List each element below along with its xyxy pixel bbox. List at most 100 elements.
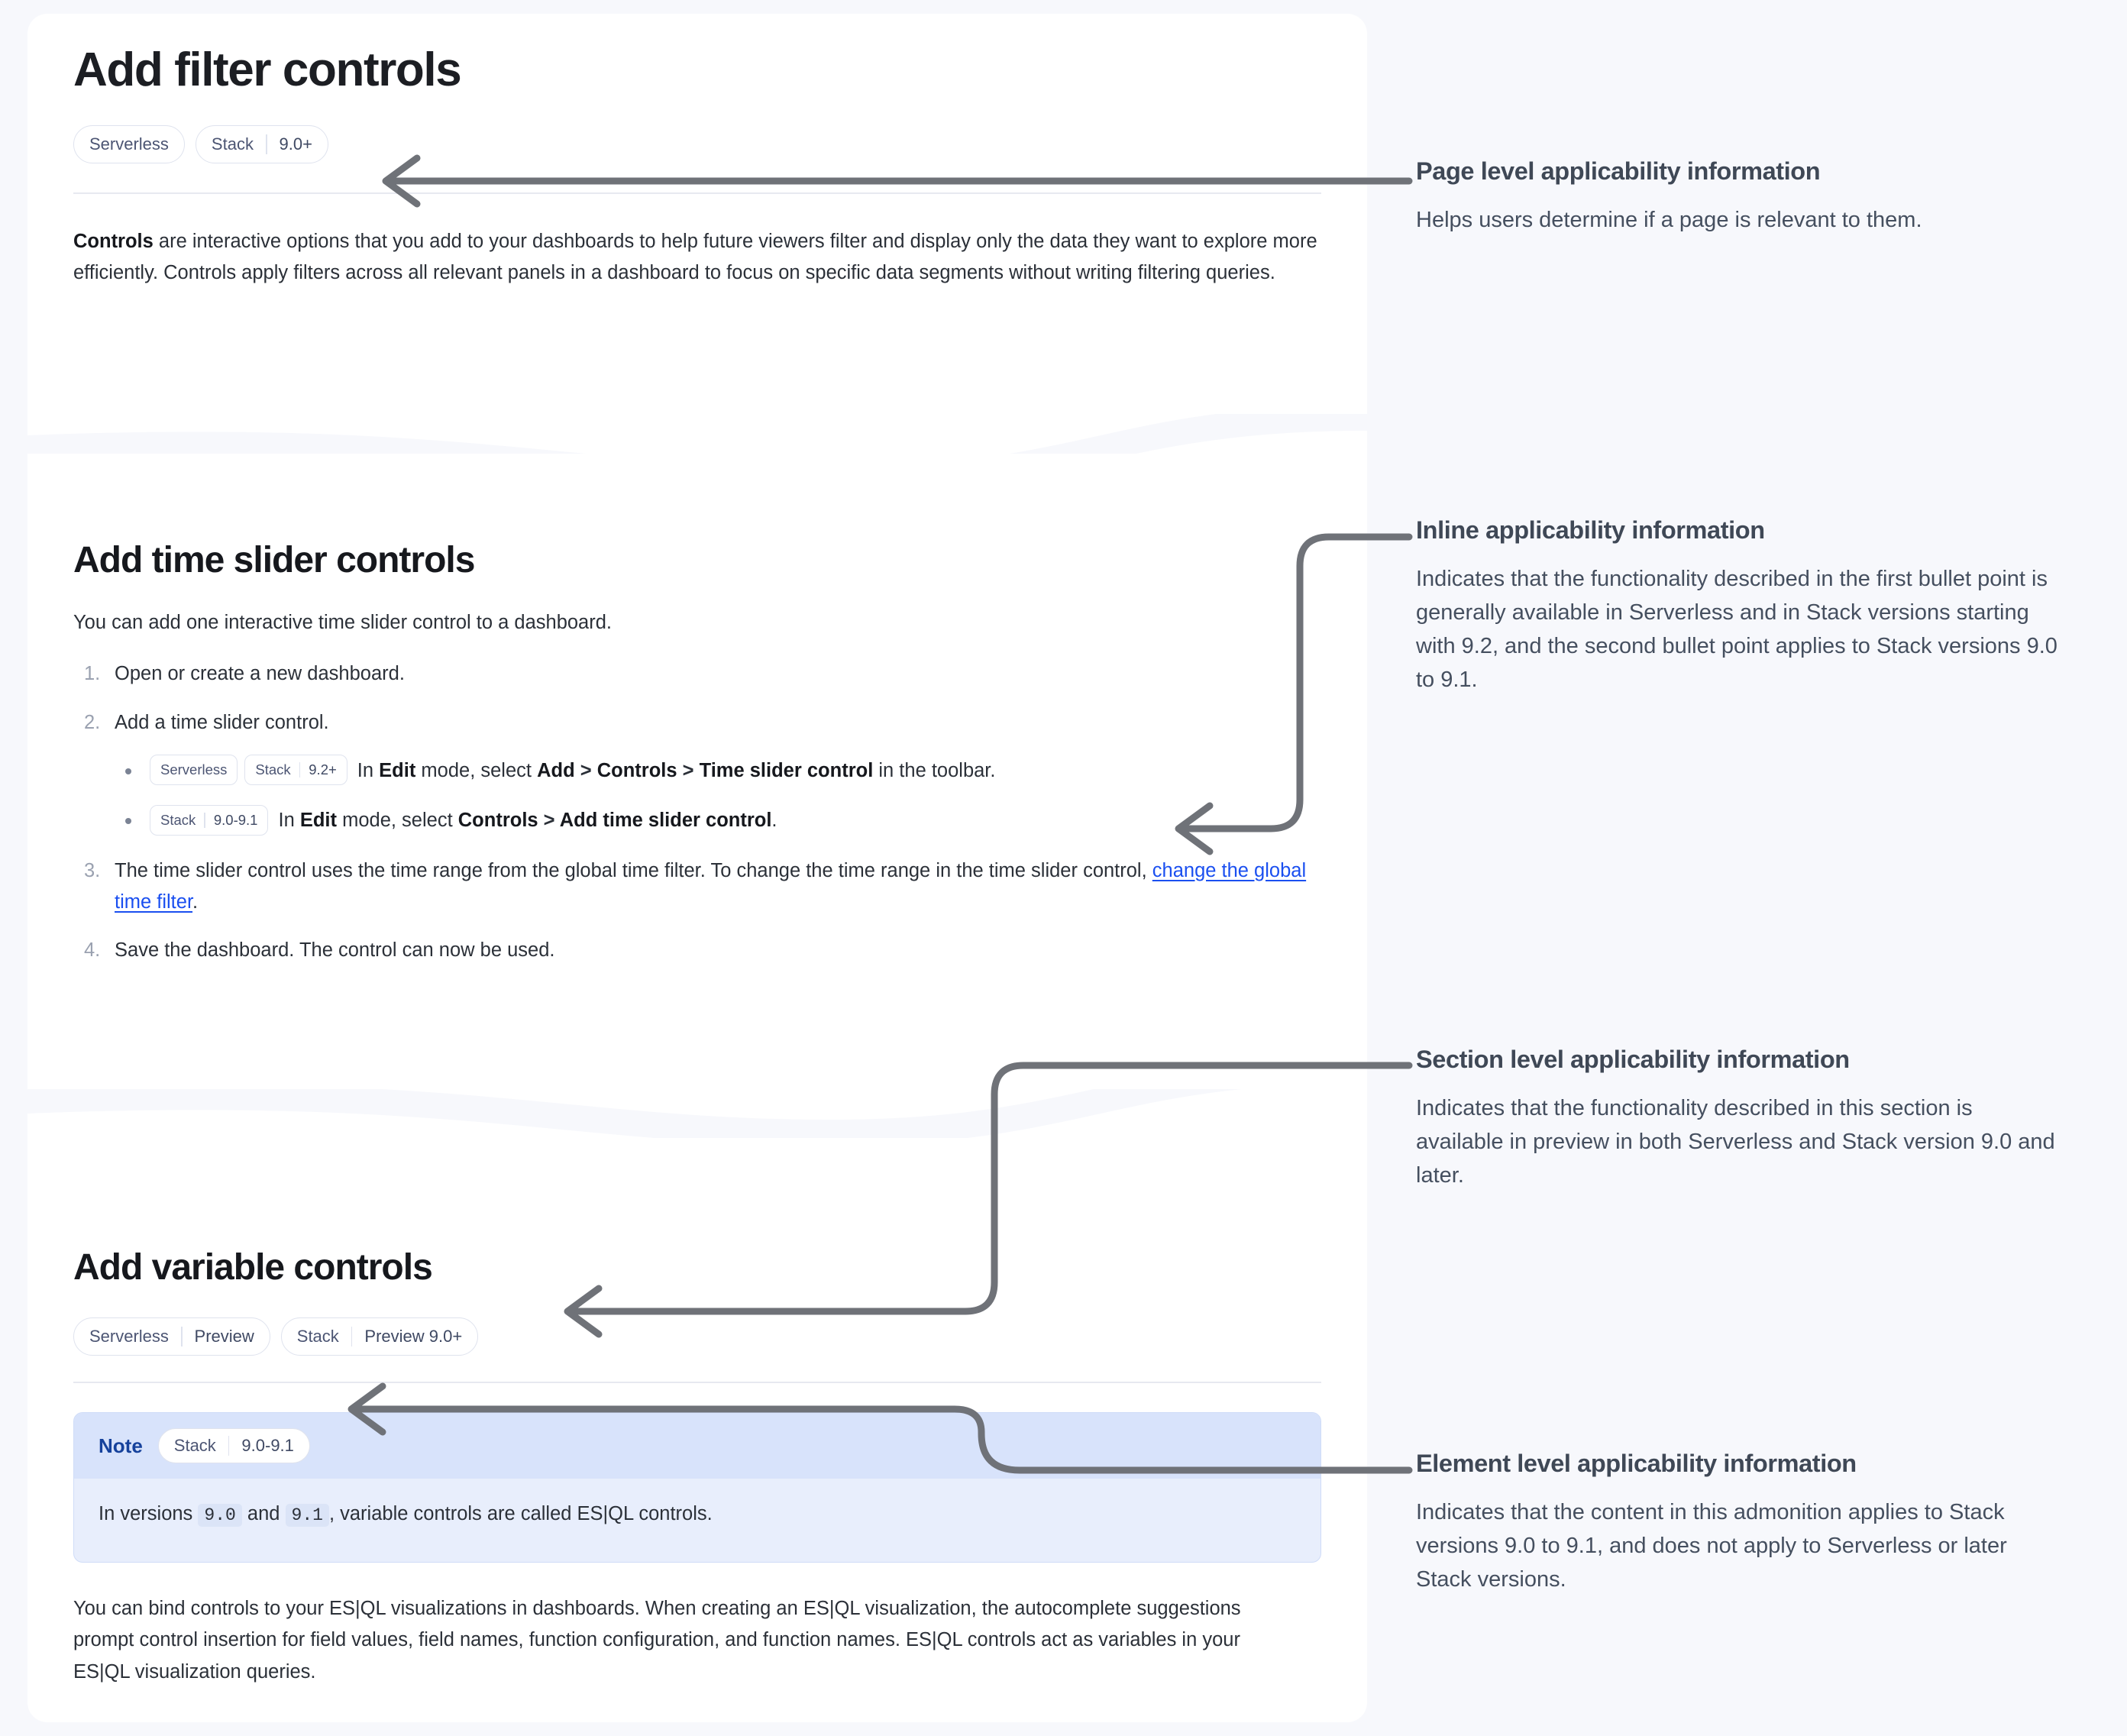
badge-stack-preview[interactable]: Stack Preview 9.0+: [280, 1317, 479, 1356]
txt: .: [771, 810, 777, 832]
badge-serverless-preview[interactable]: Serverless Preview: [73, 1317, 270, 1356]
closing-paragraph: You can bind controls to your ES|QL visu…: [73, 1597, 1241, 1683]
page-title: Add filter controls: [73, 44, 462, 96]
global-time-filter-link[interactable]: change the global time filter: [115, 859, 1307, 913]
step-item: 3. The time slider control uses the time…: [73, 855, 1318, 919]
badge-divider: [180, 1327, 183, 1347]
inline-applicability-badges: Serverless Stack 9.2+: [150, 755, 347, 786]
badge-product: Serverless: [89, 1327, 169, 1346]
inline-code: 9.0: [198, 1504, 242, 1527]
bullet-dot-icon: [125, 818, 131, 825]
intro-paragraph: Controls are interactive options that yo…: [73, 226, 1326, 289]
annotation-heading: Page level applicability information: [1416, 157, 1821, 185]
badge-divider: [351, 1327, 353, 1347]
txt-bold: Add: [537, 760, 575, 782]
annotation-body: Indicates that the content in this admon…: [1416, 1500, 2007, 1592]
section-title-time-slider: Add time slider controls: [73, 540, 475, 580]
badge-version: 9.0-9.1: [213, 811, 258, 828]
header-divider: [73, 192, 1321, 195]
badge-divider: [299, 762, 301, 778]
step-number: 4.: [84, 939, 101, 962]
step-number: 3.: [84, 859, 101, 881]
badge-product: Stack: [211, 134, 254, 154]
annotation-body: Indicates that the functionality describ…: [1416, 1096, 2055, 1188]
intro-rest: are interactive options that you add to …: [73, 231, 1317, 284]
badge-product: Stack: [160, 811, 196, 828]
sub-bullet-text: In Edit mode, select Add > Controls > Ti…: [357, 760, 996, 781]
time-slider-steps: 1. Open or create a new dashboard. 2. Ad…: [73, 658, 1321, 966]
badge-serverless[interactable]: Serverless: [150, 755, 238, 786]
badge-version: 9.0-9.1: [241, 1436, 294, 1456]
txt: mode, select: [337, 810, 458, 832]
badge-stack[interactable]: Stack 9.2+: [244, 755, 347, 786]
step-text: The time slider control uses the time ra…: [115, 859, 1152, 881]
txt: In: [278, 810, 300, 832]
badge-product: Serverless: [89, 134, 169, 154]
badge-stack-note[interactable]: Stack 9.0-9.1: [157, 1428, 310, 1464]
annotation-section-level: Section level applicability information …: [1416, 1045, 2065, 1192]
sub-bullet-text: In Edit mode, select Controls > Add time…: [278, 810, 777, 831]
annotation-body: Helps users determine if a page is relev…: [1416, 208, 1922, 232]
note-text: , variable controls are called ES|QL con…: [328, 1503, 713, 1525]
note-label: Note: [99, 1434, 143, 1457]
doc-card-variable-controls: Add variable controls Serverless Preview…: [27, 1138, 1367, 1722]
badge-version: Preview 9.0+: [364, 1327, 463, 1346]
annotation-body: Indicates that the functionality describ…: [1416, 567, 2058, 693]
txt-bold: Add time slider control: [559, 810, 772, 832]
badge-serverless[interactable]: Serverless: [73, 125, 185, 164]
txt: In: [357, 760, 380, 782]
page-applicability-badges: Serverless Stack 9.0+: [73, 125, 1321, 164]
doc-card-time-slider: Add time slider controls You can add one…: [27, 454, 1367, 1089]
badge-product: Stack: [296, 1327, 339, 1346]
txt-bold: Time slider control: [699, 760, 874, 782]
badge-stack[interactable]: Stack 9.0-9.1: [150, 804, 269, 836]
step-item: 1. Open or create a new dashboard.: [73, 658, 1321, 690]
documentation-column: Add filter controls Serverless Stack 9.0…: [27, 14, 1367, 1722]
step-number: 2.: [84, 711, 101, 733]
step-number: 1.: [84, 663, 101, 685]
annotation-inline: Inline applicability information Indicat…: [1416, 516, 2065, 697]
note-text: In versions: [99, 1503, 199, 1525]
txt-sep: >: [574, 760, 597, 782]
inline-code: 9.1: [285, 1504, 329, 1527]
step-text-tail: .: [192, 891, 199, 913]
time-slider-intro: You can add one interactive time slider …: [73, 612, 612, 634]
badge-version: 9.2+: [309, 761, 337, 778]
badge-divider: [204, 812, 205, 828]
txt-bold: Controls: [596, 760, 677, 782]
step-text: Open or create a new dashboard.: [115, 663, 405, 685]
badge-divider: [228, 1436, 230, 1456]
annotation-heading: Element level applicability information: [1416, 1450, 1857, 1477]
section-title-variable-controls: Add variable controls: [73, 1247, 433, 1288]
section-applicability-badges: Serverless Preview Stack Preview 9.0+: [73, 1317, 1321, 1356]
badge-product: Stack: [173, 1436, 216, 1456]
section-divider: [73, 1382, 1321, 1384]
txt-sep: >: [677, 760, 700, 782]
txt: mode, select: [415, 760, 538, 782]
annotation-element-level: Element level applicability information …: [1416, 1449, 2065, 1596]
step-text: Add a time slider control.: [115, 711, 329, 733]
step-item: 2. Add a time slider control. Serverless: [73, 707, 1321, 837]
sub-bullet-item: Stack 9.0-9.1 In Edit mode, select Contr…: [115, 804, 1321, 836]
txt-bold: Controls: [457, 810, 538, 832]
txt: in the toolbar.: [873, 760, 996, 782]
badge-divider: [265, 134, 267, 155]
time-slider-sub-bullets: Serverless Stack 9.2+ In Edit mode, sele…: [115, 755, 1321, 837]
step-text: Save the dashboard. The control can now …: [115, 939, 555, 962]
annotation-heading: Section level applicability information: [1416, 1046, 1850, 1073]
note-text: and: [241, 1503, 286, 1525]
note-admonition: Note Stack 9.0-9.1 In versions 9.0 and 9…: [73, 1412, 1321, 1563]
sub-bullet-item: Serverless Stack 9.2+ In Edit mode, sele…: [115, 755, 1321, 787]
txt-bold: Edit: [379, 760, 416, 782]
note-header: Note Stack 9.0-9.1: [74, 1413, 1320, 1479]
txt-bold: Edit: [299, 810, 338, 832]
note-body: In versions 9.0 and 9.1, variable contro…: [74, 1479, 1320, 1562]
badge-product: Stack: [255, 761, 291, 778]
badge-stack[interactable]: Stack 9.0+: [195, 125, 328, 164]
step-item: 4. Save the dashboard. The control can n…: [73, 935, 1321, 966]
doc-card-header: Add filter controls Serverless Stack 9.0…: [27, 14, 1367, 414]
badge-version: Preview: [194, 1327, 254, 1346]
annotation-page-level: Page level applicability information Hel…: [1416, 157, 2065, 237]
bullet-dot-icon: [125, 768, 131, 775]
